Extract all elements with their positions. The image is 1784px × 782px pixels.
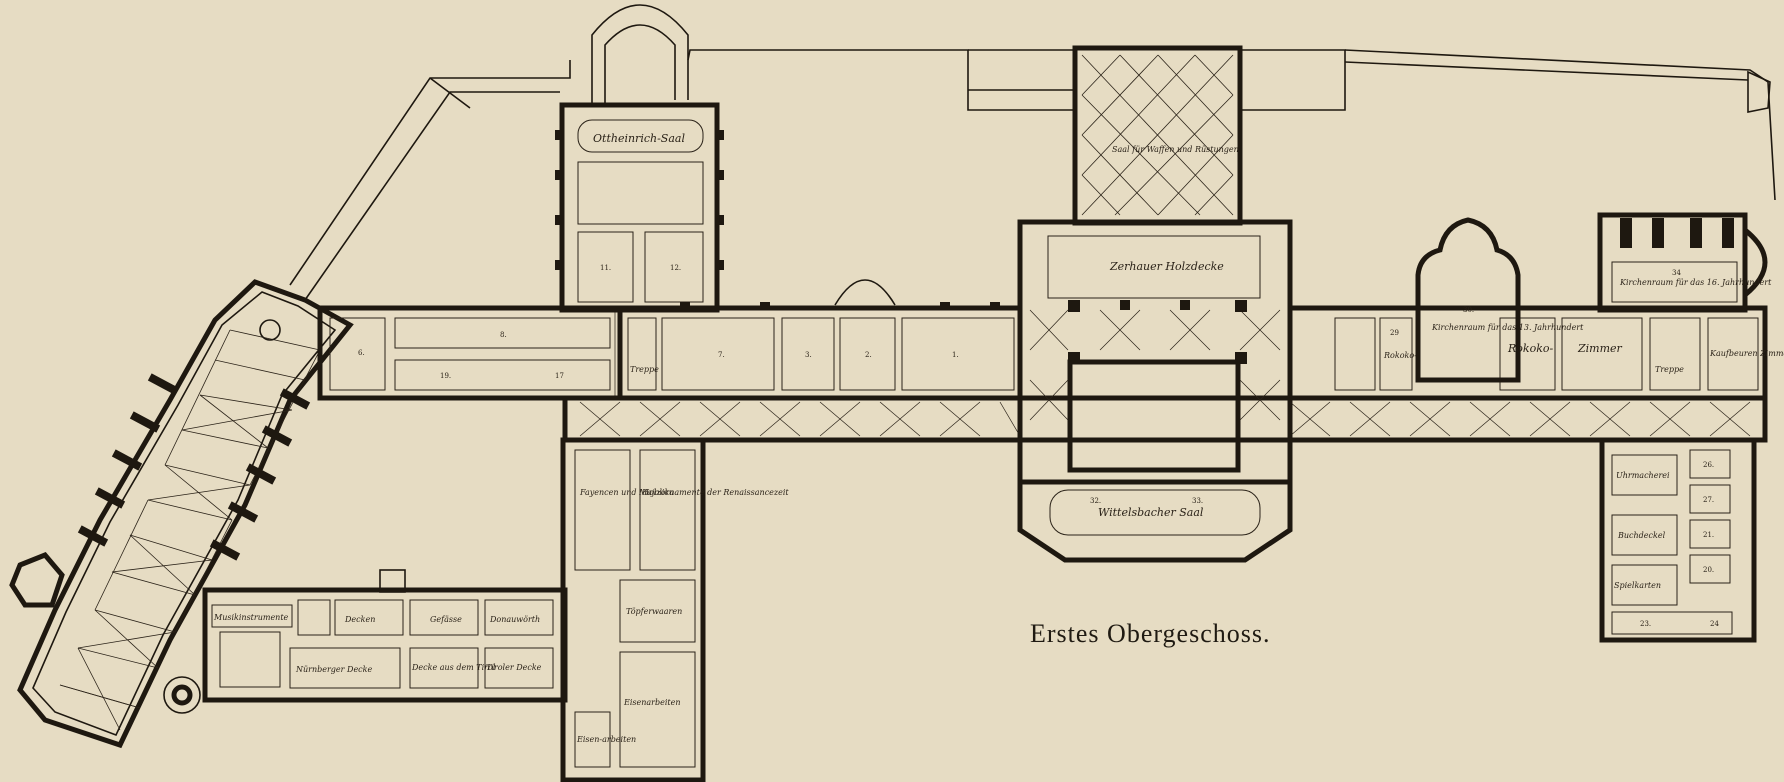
buchdeckel-label: Buchdeckel xyxy=(1617,531,1666,540)
treppe-label-1: Treppe xyxy=(630,365,659,374)
rokoko-small: Rokoko- xyxy=(1383,351,1417,360)
svg-text:12.: 12. xyxy=(670,264,681,272)
svg-text:34: 34 xyxy=(1672,269,1681,277)
nurnberger-label: Nürnberger Decke xyxy=(295,665,373,674)
svg-text:26.: 26. xyxy=(1703,461,1714,469)
waffen-hall: Saal für Waffen und Rüstungen xyxy=(1072,45,1243,226)
svg-text:23.: 23. xyxy=(1640,620,1651,628)
svg-text:32.: 32. xyxy=(1090,497,1101,505)
svg-text:33.: 33. xyxy=(1192,497,1203,505)
south-corridor xyxy=(562,395,1768,443)
plan-caption: Erstes Obergeschoss. xyxy=(1030,619,1270,648)
svg-text:21.: 21. xyxy=(1703,531,1714,539)
musikinstrumente-label: Musikinstrumente xyxy=(213,613,289,622)
eisenarbeiten-label: Eisenarbeiten xyxy=(623,698,681,707)
svg-text:6.: 6. xyxy=(358,349,365,357)
west-corridor: 6. 8. 19. 17 xyxy=(317,305,623,401)
svg-text:1.: 1. xyxy=(952,351,959,359)
kirchenraum-mid-label: Kirchenraum für das 13. Jahrhundert xyxy=(1431,323,1584,332)
wittelsbacher-block: Wittelsbacher Saal 32. 33. xyxy=(1017,470,1293,563)
uhren-label: Uhrmacherei xyxy=(1616,471,1670,480)
svg-text:7.: 7. xyxy=(718,351,725,359)
zerhauer-label: Zerhauer Holzdecke xyxy=(1109,260,1224,273)
svg-text:8.: 8. xyxy=(500,331,507,339)
svg-text:11.: 11. xyxy=(600,264,611,272)
fayencen-label: Fayencen und Majolika xyxy=(579,488,674,497)
kirchenraum16-label: Kirchenraum für das 16. Jahrhundert xyxy=(1619,278,1772,287)
svg-text:2.: 2. xyxy=(865,351,872,359)
svg-text:24: 24 xyxy=(1710,620,1719,628)
svg-text:29: 29 xyxy=(1390,329,1399,337)
chapel-wing xyxy=(9,279,354,749)
svg-text:20.: 20. xyxy=(1703,566,1714,574)
east-upper-row: 29 Rokoko- Rokoko- Zimmer Kaufbeuren Zim… xyxy=(1287,217,1784,401)
geschirr-label: Gefässe xyxy=(430,615,462,624)
treppe-label-2: Treppe xyxy=(1655,365,1684,374)
wittelsbacher-label: Wittelsbacher Saal xyxy=(1098,506,1204,519)
terrace-outlines xyxy=(289,4,1776,306)
deckenlinks-label: Decken xyxy=(344,615,375,624)
svg-text:17: 17 xyxy=(555,372,564,380)
south-west-wing: Musikinstrumente Decken Gefässe Donauwör… xyxy=(202,569,568,703)
ottheinrich-label: Ottheinrich-Saal xyxy=(593,132,685,145)
waffen-saal-label: Saal für Waffen und Rüstungen xyxy=(1112,145,1239,154)
svg-text:27.: 27. xyxy=(1703,496,1714,504)
courtyard-block: Zerhauer Holzdecke xyxy=(1017,219,1293,485)
central-hall-row: 7. 3. 2. 1. Treppe xyxy=(617,302,1023,401)
east-lower-wing: Uhrmacherei Buchdeckel Spielkarten 23. 2… xyxy=(1599,437,1757,643)
zimmer-label: Zimmer xyxy=(1577,342,1623,355)
tirolerdecke-label: Tiroler Decke xyxy=(486,663,542,672)
holzornamente-label: Holzornamente der Renaissancezeit xyxy=(641,488,789,497)
donauwoerth-label: Donauwörth xyxy=(489,615,540,624)
rokoko-label: Rokoko- xyxy=(1507,342,1553,355)
south-central-wing: Fayencen und Majolika Holzornamente der … xyxy=(560,437,789,782)
svg-text:3.: 3. xyxy=(805,351,812,359)
kirchenraum-block: Kirchenraum für das 16. Jahrhundert 34 xyxy=(1597,212,1772,313)
kaufbeurer-label: Kaufbeuren Zimmer xyxy=(1709,349,1784,358)
topferwaaren-label: Töpferwaaren xyxy=(626,607,682,616)
ottheinrich-block: Ottheinrich-Saal 11. 12. xyxy=(555,102,724,313)
svg-text:30.: 30. xyxy=(1463,306,1474,314)
svg-text:19.: 19. xyxy=(440,372,451,380)
eisen-small-label: Eisen-arbeiten xyxy=(576,735,636,744)
decke-tirol-label: Decke aus dem Tirol xyxy=(411,663,496,672)
spielkarten-label: Spielkarten xyxy=(1614,581,1661,590)
